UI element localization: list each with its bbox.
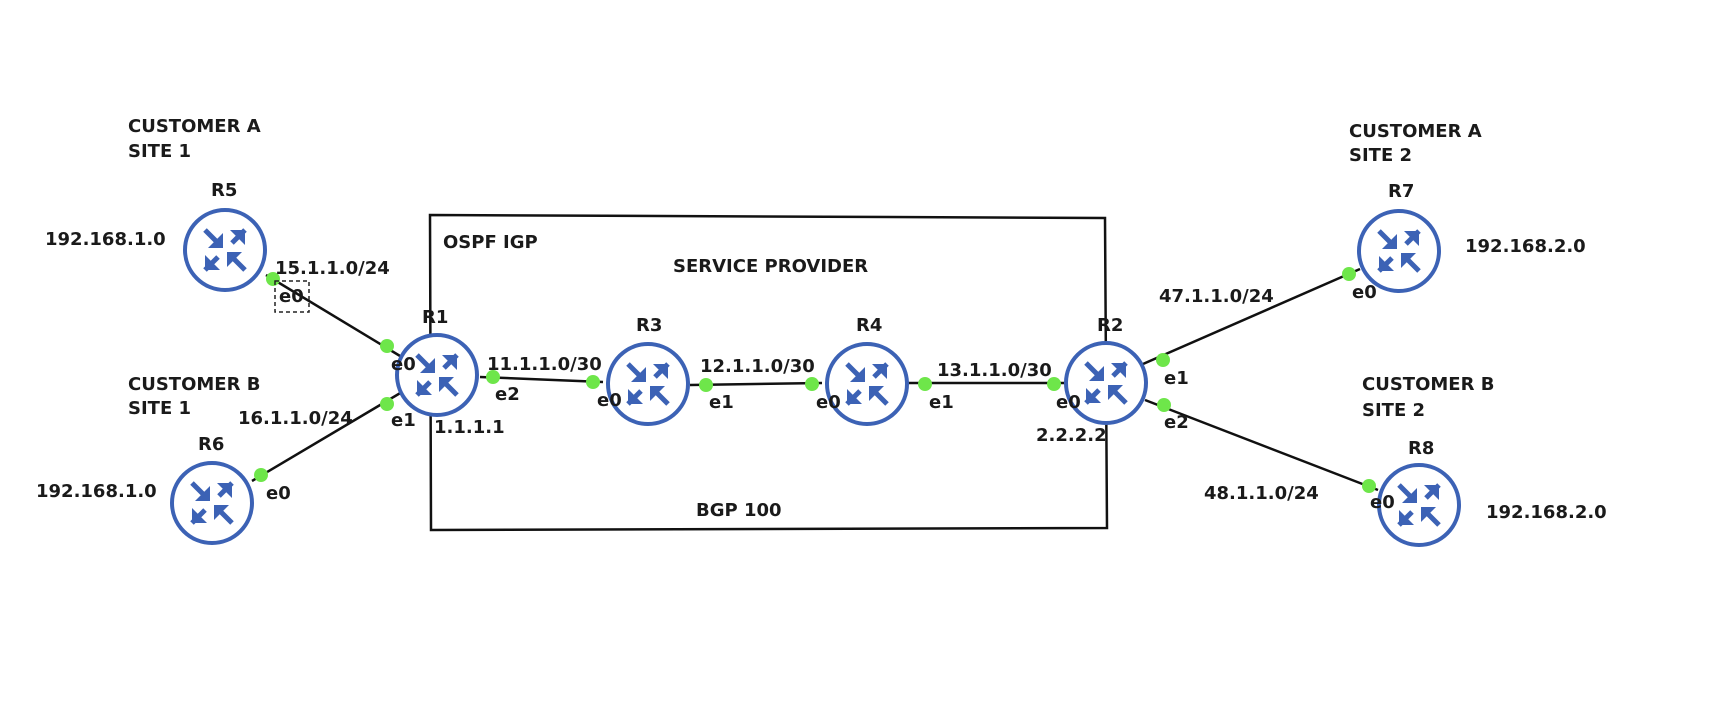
provider-box	[428, 213, 1109, 532]
router-r6-icon[interactable]	[172, 463, 252, 543]
bgp-label: BGP 100	[696, 500, 782, 521]
subnet-r4-r2: 13.1.1.0/30	[937, 360, 1052, 381]
router-name-r4: R4	[856, 315, 882, 336]
iface-r8-e0: e0	[1370, 492, 1395, 513]
iface-r7-e0: e0	[1352, 282, 1377, 303]
subnet-r5-r1: 15.1.1.0/24	[275, 258, 390, 279]
iface-r2-e1: e1	[1164, 368, 1189, 389]
network-r5: 192.168.1.0	[45, 229, 166, 250]
subnet-r3-r4: 12.1.1.0/30	[700, 356, 815, 377]
igp-label: OSPF IGP	[443, 232, 538, 253]
subnet-r2-r7: 47.1.1.0/24	[1159, 286, 1274, 307]
provider-labels: OSPF IGP SERVICE PROVIDER BGP 100	[443, 232, 868, 521]
port-dot	[586, 375, 600, 389]
iface-r5-e0: e0	[279, 286, 304, 307]
iface-r6-e0: e0	[266, 483, 291, 504]
ports	[254, 267, 1376, 493]
subnet-r1-r3: 11.1.1.0/30	[487, 354, 602, 375]
port-dot	[1047, 377, 1061, 391]
site-a2-line1: CUSTOMER A	[1349, 121, 1482, 142]
subnet-labels: 15.1.1.0/24 16.1.1.0/24 11.1.1.0/30 12.1…	[238, 258, 1319, 504]
network-labels: 192.168.1.0 192.168.1.0 192.168.2.0 192.…	[36, 229, 1607, 523]
site-b1-line2: SITE 1	[128, 398, 191, 419]
router-name-r3: R3	[636, 315, 662, 336]
router-name-r6: R6	[198, 434, 224, 455]
router-names: R5 R6 R1 R3 R4 R2 R7 R8	[198, 180, 1434, 459]
iface-r1-e0: e0	[391, 354, 416, 375]
router-name-r7: R7	[1388, 181, 1414, 202]
network-r6: 192.168.1.0	[36, 481, 157, 502]
iface-r3-e0: e0	[597, 390, 622, 411]
router-r5-icon[interactable]	[185, 210, 265, 290]
router-r1-icon[interactable]	[397, 335, 477, 415]
site-a2-line2: SITE 2	[1349, 145, 1412, 166]
network-r8: 192.168.2.0	[1486, 502, 1607, 523]
iface-r3-e1: e1	[709, 392, 734, 413]
site-labels: CUSTOMER A SITE 1 CUSTOMER B SITE 1 CUST…	[128, 116, 1494, 421]
link-r1-r3	[479, 375, 604, 384]
iface-r2-e0: e0	[1056, 392, 1081, 413]
port-dot	[266, 272, 280, 286]
router-name-r8: R8	[1408, 438, 1434, 459]
site-b1-line1: CUSTOMER B	[128, 374, 260, 395]
provider-title: SERVICE PROVIDER	[673, 256, 868, 277]
link-r2-r7	[1142, 267, 1361, 366]
network-r7: 192.168.2.0	[1465, 236, 1586, 257]
port-dot	[254, 468, 268, 482]
subnet-r6-r1: 16.1.1.0/24	[238, 408, 353, 429]
site-a1-line2: SITE 1	[128, 141, 191, 162]
link-r6-r1	[251, 390, 403, 483]
port-dot	[1157, 398, 1171, 412]
port-dot	[1342, 267, 1356, 281]
iface-r1-e1: e1	[391, 410, 416, 431]
router-r7-icon[interactable]	[1359, 211, 1439, 291]
router-name-r1: R1	[422, 307, 448, 328]
iface-r2-e2: e2	[1164, 412, 1189, 433]
site-a1-line1: CUSTOMER A	[128, 116, 261, 137]
port-dot	[1156, 353, 1170, 367]
port-dot	[1362, 479, 1376, 493]
site-b2-line1: CUSTOMER B	[1362, 374, 1494, 395]
loopback-r1: 1.1.1.1	[434, 417, 505, 438]
port-dot	[699, 378, 713, 392]
router-r3-icon[interactable]	[608, 344, 688, 424]
port-dot	[380, 339, 394, 353]
interface-labels: e0 e0 e1 e2 e0 e0 e1 e0 e1 e0 e1 e2 e0 e…	[266, 282, 1395, 513]
iface-r1-e2: e2	[495, 384, 520, 405]
loopback-r2: 2.2.2.2	[1036, 425, 1107, 446]
port-dot	[380, 397, 394, 411]
subnet-r2-r8: 48.1.1.0/24	[1204, 483, 1319, 504]
router-name-r5: R5	[211, 180, 237, 201]
site-b2-line2: SITE 2	[1362, 400, 1425, 421]
port-dot	[805, 377, 819, 391]
links	[251, 267, 1379, 492]
link-r2-r8	[1144, 398, 1379, 492]
iface-r4-e1: e1	[929, 392, 954, 413]
iface-r4-e0: e0	[816, 392, 841, 413]
router-name-r2: R2	[1097, 315, 1123, 336]
port-dot	[486, 370, 500, 384]
port-dot	[918, 377, 932, 391]
selection-box	[274, 280, 310, 313]
